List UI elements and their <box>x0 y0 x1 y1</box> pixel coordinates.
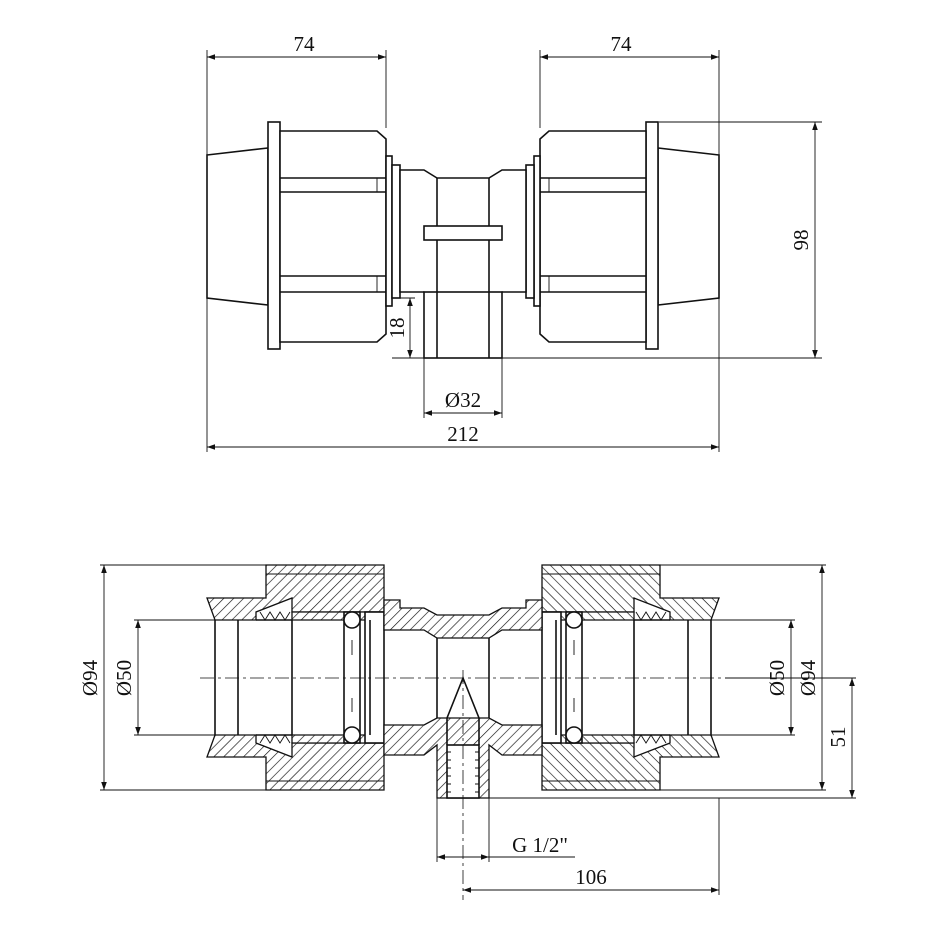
right-compression-nut <box>525 121 720 350</box>
dim-half-length: 106 <box>575 865 607 889</box>
dim-right-nut-length: 74 <box>611 32 633 56</box>
dim-right-pipe-diameter: Ø50 <box>765 660 789 696</box>
tee-body <box>399 169 527 359</box>
section-view: Ø94 Ø50 Ø50 Ø94 51 G 1/2" 106 <box>78 564 856 900</box>
dim-left-outer-diameter: Ø94 <box>78 659 102 696</box>
dim-right-outer-diameter: Ø94 <box>796 659 820 696</box>
dim-thread: G 1/2" <box>512 833 568 857</box>
dim-left-nut-length: 74 <box>294 32 316 56</box>
dim-left-pipe-diameter: Ø50 <box>112 660 136 696</box>
dim-outlet-offset: 51 <box>826 727 850 748</box>
top-view: 74 74 98 18 Ø32 212 <box>206 32 822 452</box>
left-compression-nut <box>206 121 401 350</box>
left-clamp-ring <box>291 611 385 744</box>
left-lower-oring <box>343 726 361 744</box>
right-nut-section <box>541 564 720 791</box>
left-nut-section <box>206 564 385 791</box>
left-upper-oring <box>343 611 361 629</box>
dim-outlet-height: 18 <box>385 318 409 339</box>
dim-outlet-diameter: Ø32 <box>445 388 481 412</box>
dim-total-length: 212 <box>447 422 479 446</box>
dim-height: 98 <box>789 230 813 251</box>
